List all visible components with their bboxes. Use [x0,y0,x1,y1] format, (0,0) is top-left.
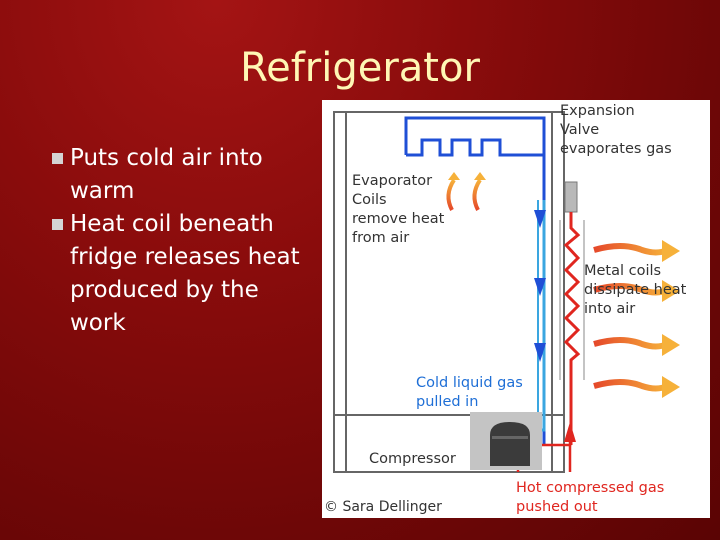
cold-flow-arrows [534,210,546,362]
compressor [470,412,542,470]
diagram-drawing [333,111,680,473]
credit-text: © Sara Dellinger [324,499,442,515]
bullet-square-icon [52,219,63,230]
expansion-valve [564,181,578,213]
refrigerator-diagram: Expansion Valve evaporates gas Evaporato… [322,100,710,518]
cold-liquid-label: Cold liquid gas pulled in [416,375,523,410]
evaporator-label: Evaporator Coils remove heat from air [352,173,445,246]
metal-coils-label: Metal coils dissipate heat into air [584,263,687,317]
bullet-list: Puts cold air into warm Heat coil beneat… [52,142,306,340]
hot-flow-arrowhead [564,422,576,442]
bullet-item: Heat coil beneath fridge releases heat p… [52,208,306,340]
heat-dissipation-arrows [593,240,680,398]
compressor-label: Compressor [369,451,456,467]
heat-rising-arrowheads [448,172,486,180]
slide-title: Refrigerator [240,45,480,91]
bullet-text: Heat coil beneath fridge releases heat p… [70,211,300,336]
expansion-valve-label: Expansion Valve evaporates gas [560,103,672,157]
metal-coils [563,212,581,445]
bullet-text: Puts cold air into warm [70,145,263,204]
hot-compressed-label: Hot compressed gas pushed out [516,480,665,515]
bullet-square-icon [52,153,63,164]
coil-lines [559,220,585,380]
heat-rising-arrows [446,178,482,211]
bullet-item: Puts cold air into warm [52,142,306,208]
